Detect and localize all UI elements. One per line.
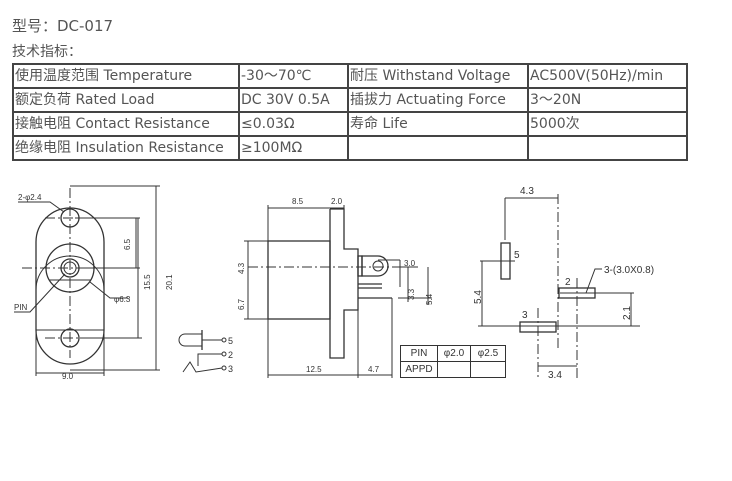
hole-label: 2-φ2.4: [18, 193, 42, 202]
pin-table-row: APPD: [400, 361, 506, 378]
pin-table-cell: φ2.5: [470, 345, 506, 362]
dim-5-4-footprint: 5.4: [473, 290, 484, 304]
pin-table-cell: [437, 361, 471, 378]
solder-lug: [361, 255, 389, 277]
dim-3-3: 3.3: [407, 288, 416, 300]
front-view: 2-φ2.4 PIN φ6.3 6.5 15.5 20.1 9.0: [14, 185, 174, 381]
dim-20-1: 20.1: [165, 274, 174, 290]
pin-table-cell: PIN: [400, 345, 438, 362]
dim-8-5: 8.5: [292, 197, 304, 206]
spec-value: ≥100MΩ: [238, 135, 349, 161]
spec-value: 3～20N: [527, 87, 688, 113]
schematic-pin3: 3: [228, 364, 233, 374]
schematic-pin2: 2: [228, 350, 233, 360]
model-number: 型号：DC-017: [12, 17, 114, 35]
spec-row: 绝缘电阻 Insulation Resistance≥100MΩ: [12, 135, 688, 161]
spec-value: DC 30V 0.5A: [238, 87, 349, 113]
dim-3-4: 3.4: [548, 370, 562, 381]
spec-param: [347, 135, 529, 161]
pin-table-cell: APPD: [400, 361, 438, 378]
spec-param: 寿命 Life: [347, 111, 529, 137]
flange: [329, 208, 359, 359]
spec-param: 绝缘电阻 Insulation Resistance: [12, 135, 240, 161]
footprint-pin3: 3: [522, 310, 528, 321]
dim-4-3-footprint: 4.3: [520, 186, 534, 197]
spec-value: -30～70℃: [238, 63, 349, 89]
pin-table-cell: φ2.0: [437, 345, 471, 362]
slot-size-label: 3-(3.0X0.8): [604, 265, 654, 276]
spec-param: 插拔力 Actuating Force: [347, 87, 529, 113]
dim-6-5: 6.5: [123, 238, 132, 250]
barrel-body: [267, 240, 331, 320]
dim-5-4: 5.4: [425, 293, 434, 305]
spec-value: 5000次: [527, 111, 688, 137]
dim-6-7: 6.7: [237, 298, 246, 310]
pin-label: PIN: [14, 303, 28, 312]
spec-param: 额定负荷 Rated Load: [12, 87, 240, 113]
dim-2-1: 2.1: [622, 306, 633, 320]
spec-param: 使用温度范围 Temperature: [12, 63, 240, 89]
footprint-pin2: 2: [565, 277, 571, 288]
dim-15-5: 15.5: [143, 274, 152, 290]
pin-table-cell: [470, 361, 506, 378]
schematic-pin5: 5: [228, 336, 233, 346]
dim-4-7: 4.7: [368, 365, 380, 374]
dim-4-3: 4.3: [237, 262, 246, 274]
pin-table-row: PIN φ2.0 φ2.5: [400, 345, 506, 362]
footprint-view: 4.3 5 2 3-(3.0X0.8) 3 5.4 2.1 3.4: [473, 186, 654, 381]
dim-12-5: 12.5: [306, 365, 322, 374]
spec-value: ≤0.03Ω: [238, 111, 349, 137]
side-view: 8.5 2.0 4.3 6.7 3.0 3.3 5.4 12.5 4.7: [237, 197, 434, 378]
dim-2-0: 2.0: [331, 197, 343, 206]
spec-value: AC500V(50Hz)/min: [527, 63, 688, 89]
dim-3-0: 3.0: [404, 259, 416, 268]
spec-heading: 技术指标：: [12, 44, 82, 60]
spec-param: 接触电阻 Contact Resistance: [12, 111, 240, 137]
technical-drawing: 2-φ2.4 PIN φ6.3 6.5 15.5 20.1 9.0 5 2 3: [14, 185, 654, 381]
schematic: 5 2 3: [178, 330, 233, 374]
pin-table: PIN φ2.0 φ2.5 APPD: [400, 345, 506, 378]
diameter-label: φ6.3: [114, 295, 131, 304]
spec-param: 耐压 Withstand Voltage: [347, 63, 529, 89]
footprint-pin5: 5: [514, 250, 520, 261]
dim-9-0: 9.0: [62, 372, 74, 381]
spec-value: [527, 135, 688, 161]
